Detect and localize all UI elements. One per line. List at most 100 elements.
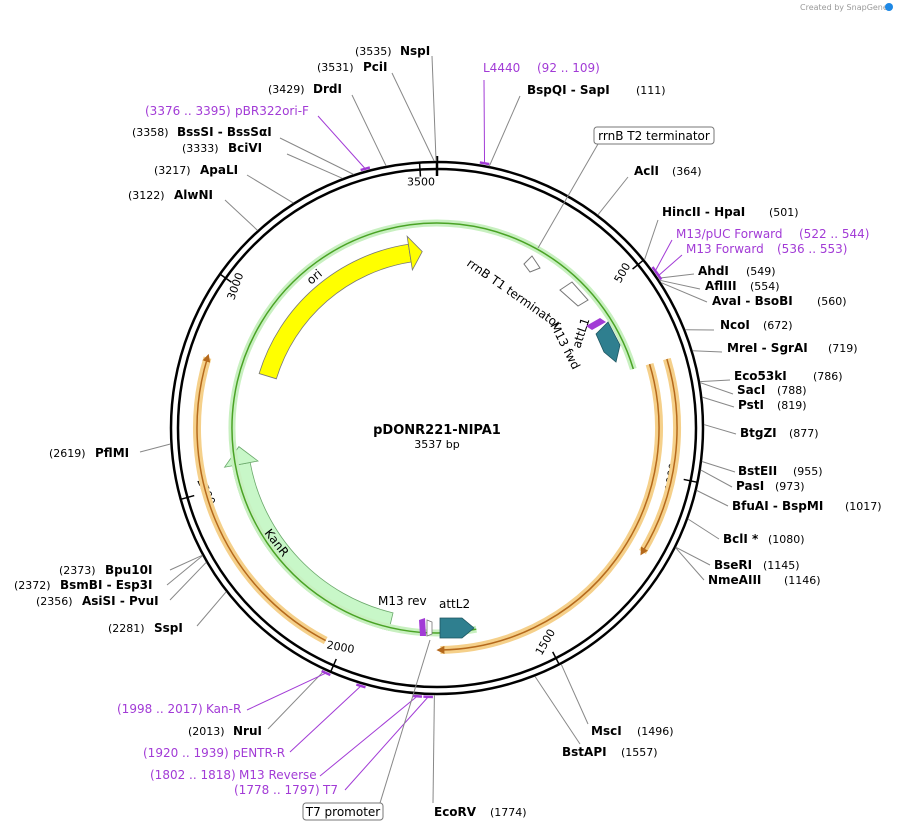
site-psti: PstI (819) xyxy=(738,398,807,412)
attl2-arrow xyxy=(439,617,475,639)
leader-1146 xyxy=(675,547,705,581)
svg-text:MreI - SgrAI: MreI - SgrAI xyxy=(727,341,808,355)
m13-rev-label: M13 rev xyxy=(378,594,427,608)
site-bseri: BseRI(1145) xyxy=(714,558,800,572)
leader-3122 xyxy=(224,199,258,231)
svg-text:(2281): (2281) xyxy=(108,622,145,635)
svg-text:PstI: PstI xyxy=(738,398,764,412)
site-bcli: BclI *(1080) xyxy=(723,532,805,546)
site-bcivi: (3333) BciVI xyxy=(182,141,262,155)
svg-text:AlwNI: AlwNI xyxy=(174,188,213,202)
svg-text:AclI: AclI xyxy=(634,164,659,178)
svg-text:M13/pUC Forward: M13/pUC Forward xyxy=(676,227,783,241)
leader-364 xyxy=(597,176,629,216)
site-bsssi: (3358)BssSI - BssSαI xyxy=(132,125,272,139)
svg-text:(3217): (3217) xyxy=(154,164,191,177)
svg-text:(877): (877) xyxy=(789,427,819,440)
primer-leader-1787 xyxy=(344,696,429,791)
primer-mark-1930 xyxy=(355,683,366,689)
leader-lines xyxy=(139,55,737,804)
cds-track-left xyxy=(196,353,327,642)
tick-1000 xyxy=(683,478,698,484)
primer-mark-1810 xyxy=(412,694,423,698)
leader-2281 xyxy=(196,591,227,627)
primer-mark-100 xyxy=(479,161,490,166)
t7-promoter-label: T7 promoter xyxy=(305,805,381,819)
site-eco53ki: Eco53kI(786) xyxy=(734,369,843,383)
leader-1557 xyxy=(534,676,581,745)
svg-text:(92 .. 109): (92 .. 109) xyxy=(537,61,600,75)
svg-text:BciVI: BciVI xyxy=(228,141,262,155)
svg-text:BseRI: BseRI xyxy=(714,558,752,572)
svg-text:NruI: NruI xyxy=(233,724,262,738)
leader-111 xyxy=(488,95,521,167)
insert-track xyxy=(231,222,635,634)
leader-719 xyxy=(692,350,723,353)
primer-mark-3385 xyxy=(360,166,371,172)
leader-788 xyxy=(699,382,734,395)
leader-501 xyxy=(644,219,659,261)
svg-text:(1778 .. 1797): (1778 .. 1797) xyxy=(234,783,320,797)
svg-text:ApaLI: ApaLI xyxy=(200,163,238,177)
tick-3500 xyxy=(418,162,422,177)
svg-text:BstEII: BstEII xyxy=(738,464,777,478)
svg-text:BssSI - BssSαI: BssSI - BssSαI xyxy=(177,125,272,139)
svg-text:PciI: PciI xyxy=(363,60,388,74)
site-nmeaiii: NmeAIII(1146) xyxy=(708,573,821,587)
svg-text:(786): (786) xyxy=(813,370,843,383)
svg-text:BfuAI - BspMI: BfuAI - BspMI xyxy=(732,499,823,513)
tick-label-3500: 3500 xyxy=(407,176,435,189)
primer-kan-r: (1998 .. 2017)Kan-R xyxy=(117,702,241,716)
leader-3217 xyxy=(246,174,294,204)
svg-text:SspI: SspI xyxy=(154,621,183,635)
attl1-arrow xyxy=(595,321,621,363)
svg-text:(672): (672) xyxy=(763,319,793,332)
site-apali: (3217) ApaLI xyxy=(154,163,238,177)
svg-text:AvaI - BsoBI: AvaI - BsoBI xyxy=(712,294,793,308)
leader-1080 xyxy=(687,518,720,540)
site-avai-bsobi: AvaI - BsoBI(560) xyxy=(712,294,847,308)
primer-l4440: L4440(92 .. 109) xyxy=(483,61,600,75)
svg-text:(2373): (2373) xyxy=(59,564,96,577)
leader-3358 xyxy=(279,137,354,175)
svg-text:SacI: SacI xyxy=(737,383,765,397)
svg-text:PflMI: PflMI xyxy=(95,446,129,460)
site-pflmi: (2619)PflMI xyxy=(49,446,129,460)
svg-text:BclI *: BclI * xyxy=(723,532,759,546)
svg-text:PasI: PasI xyxy=(736,479,764,493)
site-ncoi: NcoI(672) xyxy=(720,318,793,332)
rrnb-t2-leader xyxy=(537,143,599,249)
site-drdi: (3429)DrdI xyxy=(268,82,342,96)
primer-leader-545 xyxy=(658,254,683,276)
svg-text:(1998 .. 2017): (1998 .. 2017) xyxy=(117,702,203,716)
rrnb-t2-arrow xyxy=(523,255,541,273)
svg-text:(819): (819) xyxy=(777,399,807,412)
site-acli: AclI(364) xyxy=(634,164,702,178)
leader-554 xyxy=(659,279,701,290)
svg-text:AhdI: AhdI xyxy=(698,264,729,278)
svg-text:(3333): (3333) xyxy=(182,142,219,155)
cds-track-mid xyxy=(436,363,660,654)
svg-text:MscI: MscI xyxy=(591,724,622,738)
svg-text:(1920 .. 1939): (1920 .. 1939) xyxy=(143,746,229,760)
site-bsteii: BstEII(955) xyxy=(738,464,823,478)
attl2-label: attL2 xyxy=(439,597,470,611)
svg-text:BspQI - SapI: BspQI - SapI xyxy=(527,83,610,97)
svg-text:pENTR-R: pENTR-R xyxy=(233,746,285,760)
svg-text:(973): (973) xyxy=(775,480,805,493)
primer-m13-forward: M13 Forward(536 .. 553) xyxy=(686,242,847,256)
site-bpu10i: (2373)Bpu10I xyxy=(59,563,152,577)
svg-text:(522 .. 544): (522 .. 544) xyxy=(799,227,869,241)
tick-1500 xyxy=(552,651,560,665)
site-bstapi: BstAPI(1557) xyxy=(562,745,658,759)
site-pasi: PasI (973) xyxy=(736,479,805,493)
primer-leader-2008 xyxy=(246,672,327,711)
site-bsmbi-esp3i: (2372)BsmBI - Esp3I xyxy=(14,578,152,592)
site-nspi: (3535)NspI xyxy=(355,44,430,58)
snapgene-logo xyxy=(885,3,893,11)
feature-arrows xyxy=(193,143,681,804)
site-sspi: (2281) SspI xyxy=(108,621,183,635)
tick-label-1500: 1500 xyxy=(533,627,558,658)
svg-text:EcoRV: EcoRV xyxy=(434,805,477,819)
site-btgzi: BtgZI(877) xyxy=(740,426,819,440)
